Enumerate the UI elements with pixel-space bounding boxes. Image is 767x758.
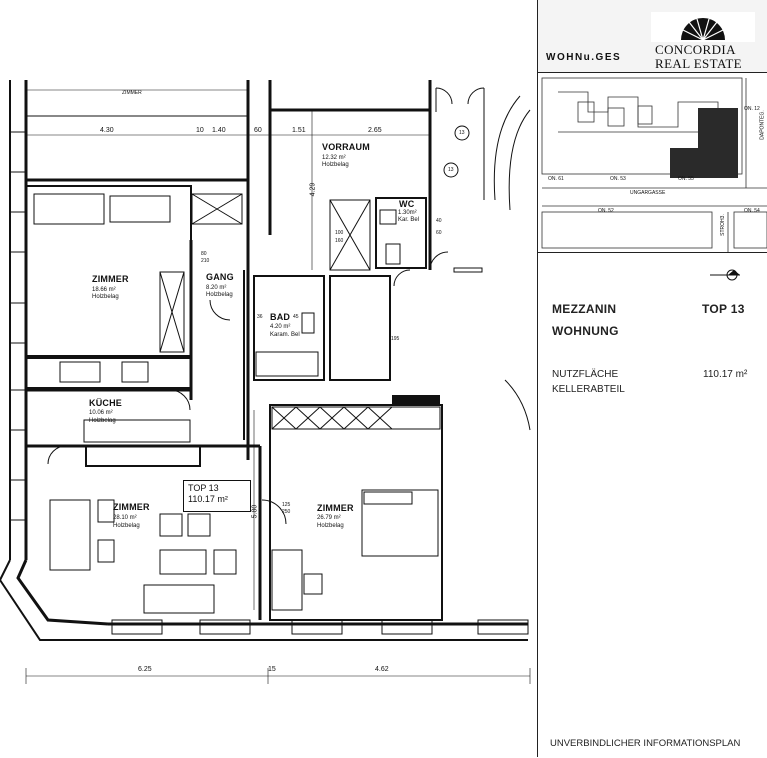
usable-area-value: 110.17 m² xyxy=(703,369,748,380)
door-mark-4: 60 xyxy=(436,230,442,236)
room-wc-floor: Kar. Bel xyxy=(398,217,420,223)
room-zimmer1-floor: Holzbelag xyxy=(92,294,119,300)
door-mark-9: 45 xyxy=(293,314,299,320)
room-bad-area: 4.20 m² xyxy=(270,324,291,330)
zimmer-top-label: ZIMMER xyxy=(122,90,142,96)
room-zimmer3-floor: Holzbelag xyxy=(317,523,344,529)
room-wc-name: WC xyxy=(399,199,415,209)
room-kueche-area: 10.06 m² xyxy=(89,410,113,416)
room-zimmer3-outline xyxy=(269,404,443,621)
dim-bottom-0: 6.25 xyxy=(138,666,152,673)
dim-top-3: 60 xyxy=(254,127,262,134)
logo-line1: CONCORDIA xyxy=(655,42,736,57)
dim-top-4: 1.51 xyxy=(292,127,306,134)
logo-line2: REAL ESTATE xyxy=(655,56,743,71)
info-panel: WOHNu.GES CONCORDIA REAL ESTATE xyxy=(537,0,767,757)
room-zimmer2-floor: Holzbelag xyxy=(113,523,140,529)
room-zimmer1-name: ZIMMER xyxy=(92,274,129,284)
room-zimmer1-area: 18.66 m² xyxy=(92,287,116,293)
unit-label-box: TOP 13 110.17 m² xyxy=(183,480,251,512)
site-map: UNGARGASSE DAPONTEG. STROH3. ON. 61 ON. … xyxy=(538,72,767,253)
dim-top-1: 10 xyxy=(196,127,204,134)
map-plot-3: ON. 52 xyxy=(598,208,614,214)
room-zimmer3-name: ZIMMER xyxy=(317,503,354,513)
room-kueche-floor: Holzbelag xyxy=(89,418,116,424)
dim-top-2: 1.40 xyxy=(212,127,226,134)
door-mark-10: 195 xyxy=(391,336,400,342)
door-mark-7: 40 xyxy=(436,218,442,224)
unit-label-area: 110.17 m² xyxy=(188,494,228,504)
map-street-side2: STROH3. xyxy=(719,214,726,236)
map-plot-1: ON. 53 xyxy=(610,176,626,182)
dim-bottom-1: 15 xyxy=(268,666,276,673)
stair-mark-0: 13 xyxy=(459,130,465,136)
unit-id-label: TOP 13 xyxy=(702,302,745,316)
room-vorraum-name: VORRAUM xyxy=(322,142,370,152)
dim-top-5: 2.65 xyxy=(368,127,382,134)
room-gang-name: GANG xyxy=(206,272,234,282)
company-logo: CONCORDIA REAL ESTATE xyxy=(651,12,755,71)
room-vorraum-floor: Holzbelag xyxy=(322,162,349,168)
shower-outline xyxy=(329,199,371,271)
floor-label: MEZZANIN xyxy=(552,302,617,316)
site-map-drawing xyxy=(541,77,767,252)
stair-mark-1: 13 xyxy=(448,167,454,173)
room-bad-name: BAD xyxy=(270,312,291,322)
room-bad-floor: Karam. Bel xyxy=(270,332,300,338)
door-mark-8: 36 xyxy=(257,314,263,320)
unit-label-title: TOP 13 xyxy=(188,483,219,493)
room-zimmer2-name: ZIMMER xyxy=(113,502,150,512)
room-gang-area: 8.20 m² xyxy=(206,285,227,291)
dim-vertical-0: 4.29 xyxy=(309,182,317,197)
header-text: WOHNu.GES xyxy=(546,52,622,63)
usable-area-label: NUTZFLÄCHE xyxy=(552,369,619,380)
door-mark-1: 210 xyxy=(201,258,210,264)
dim-vertical-1: 5.80 xyxy=(251,504,259,519)
cellar-label: KELLERABTEIL xyxy=(552,384,625,395)
map-plot-0: ON. 61 xyxy=(548,176,564,182)
map-plot-5: ON. 12 xyxy=(744,106,760,112)
room-gang-floor: Holzbelag xyxy=(206,292,233,298)
room-wc-area: 1.30m² xyxy=(398,210,417,216)
north-arrow-icon xyxy=(710,269,740,281)
room-zimmer3-area: 26.79 m² xyxy=(317,515,341,521)
dim-bottom-2: 4.62 xyxy=(375,666,389,673)
site-highlight-block xyxy=(670,108,738,178)
map-street-main: UNGARGASSE xyxy=(630,190,666,196)
dim-top-0: 4.30 xyxy=(100,127,114,134)
logo-fan-icon xyxy=(651,12,755,42)
unit-type-label: WOHNUNG xyxy=(552,324,619,338)
floor-plan-drawing xyxy=(0,80,531,684)
door-mark-5: 100 xyxy=(335,230,344,236)
map-street-side1: DAPONTEG. xyxy=(759,110,766,140)
footer-disclaimer: UNVERBINDLICHER INFORMATIONSPLAN xyxy=(550,738,741,749)
map-plot-2: ON. 55 xyxy=(678,176,694,182)
room-kueche-name: KÜCHE xyxy=(89,398,123,408)
door-mark-0: 80 xyxy=(201,251,207,257)
room-vorraum-area: 12.32 m² xyxy=(322,155,346,161)
room-zimmer2-area: 28.10 m² xyxy=(113,515,137,521)
door-mark-3: 250 xyxy=(282,509,291,515)
door-mark-6: 160 xyxy=(335,238,344,244)
map-plot-4: ON. 54 xyxy=(744,208,760,214)
door-mark-2: 125 xyxy=(282,502,291,508)
